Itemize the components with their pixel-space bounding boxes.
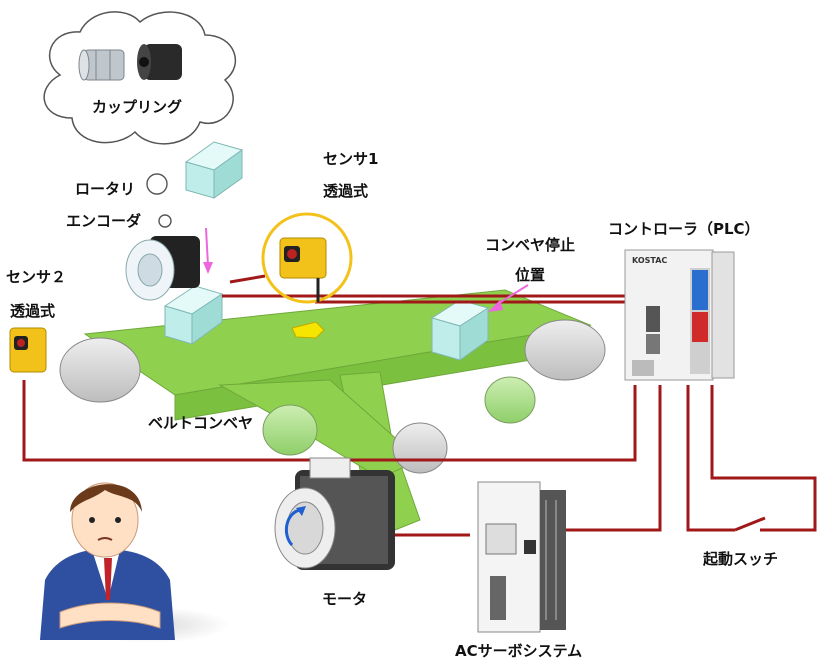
- box-on-belt-right: [430, 299, 490, 361]
- sensor-icon: [279, 237, 327, 302]
- label-stop-1: コンベヤ停止: [485, 236, 576, 254]
- label-sensor1-2: 透過式: [323, 182, 369, 200]
- label-controller: コントローラ（PLC）: [608, 220, 760, 238]
- servo-drive-icon: [477, 481, 566, 633]
- label-coupling: カップリング: [92, 98, 183, 116]
- label-sensor2-1: センサ２: [6, 268, 67, 286]
- label-belt: ベルトコンベヤ: [148, 414, 254, 432]
- sensor2-icon: [9, 327, 47, 373]
- box-on-belt-left: [163, 285, 224, 345]
- plc-icon: [624, 249, 735, 381]
- rotary-encoder-icon: [125, 236, 200, 301]
- label-sensor2-2: 透過式: [10, 302, 56, 320]
- label-start-switch: 起動スッチ: [703, 550, 779, 568]
- highlight-ring: [261, 212, 353, 304]
- cloud-icon: [43, 11, 236, 228]
- label-rotary-2: エンコーダ: [66, 212, 142, 230]
- plc-brand: KOSTAC: [632, 256, 668, 265]
- label-stop-2: 位置: [515, 266, 546, 284]
- label-servo: ACサーボシステム: [455, 642, 583, 660]
- label-rotary-1: ロータリ: [75, 180, 136, 198]
- switch-icon: [734, 516, 766, 532]
- person-icon: [40, 482, 230, 643]
- wiring: [22, 274, 817, 537]
- label-motor: モータ: [322, 590, 368, 608]
- box-floating: [184, 141, 244, 199]
- label-sensor1-1: センサ1: [323, 150, 379, 168]
- arrow-icon: [291, 321, 325, 339]
- motor-icon: [274, 457, 395, 570]
- coupling-icon: [78, 44, 182, 81]
